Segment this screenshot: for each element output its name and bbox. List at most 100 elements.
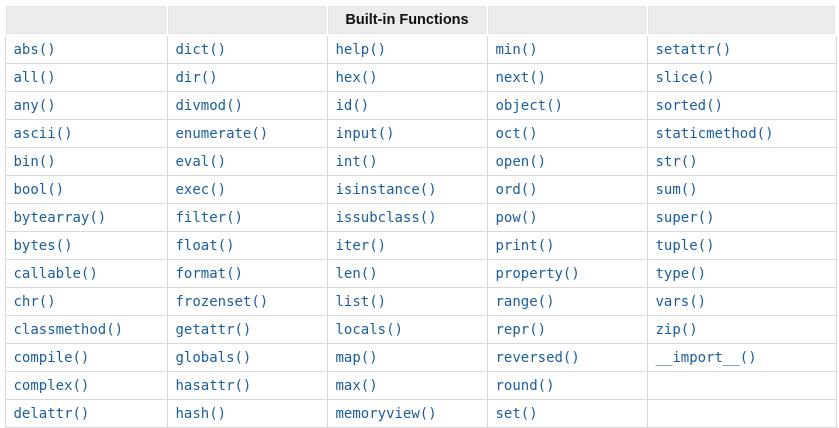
function-cell: __import__(): [646, 343, 837, 372]
function-link[interactable]: iter(): [335, 238, 387, 254]
function-link[interactable]: globals(): [175, 350, 252, 366]
function-cell: any(): [4, 91, 168, 120]
function-link[interactable]: oct(): [495, 126, 538, 142]
function-link[interactable]: enumerate(): [175, 126, 269, 142]
function-link[interactable]: abs(): [13, 42, 56, 58]
header-cell-empty-1: [4, 4, 168, 36]
function-link[interactable]: reversed(): [495, 350, 580, 366]
function-link[interactable]: delattr(): [13, 406, 90, 422]
function-cell: issubclass(): [326, 203, 488, 232]
function-link[interactable]: hasattr(): [175, 378, 252, 394]
empty-cell: [646, 371, 837, 400]
function-link[interactable]: hex(): [335, 70, 378, 86]
function-link[interactable]: property(): [495, 266, 580, 282]
function-link[interactable]: round(): [495, 378, 555, 394]
function-link[interactable]: input(): [335, 126, 395, 142]
function-link[interactable]: frozenset(): [175, 294, 269, 310]
table-row: compile() globals() map() reversed() __impor…: [4, 343, 837, 372]
function-cell: dir(): [166, 63, 328, 92]
header-cell-empty-5: [646, 4, 837, 36]
function-cell: eval(): [166, 147, 328, 176]
function-link[interactable]: __import__(): [655, 350, 757, 366]
function-cell: super(): [646, 203, 837, 232]
function-link[interactable]: ascii(): [13, 126, 73, 142]
function-link[interactable]: repr(): [495, 322, 547, 338]
function-link[interactable]: issubclass(): [335, 210, 437, 226]
function-link[interactable]: getattr(): [175, 322, 252, 338]
function-link[interactable]: map(): [335, 350, 378, 366]
function-link[interactable]: memoryview(): [335, 406, 437, 422]
function-link[interactable]: chr(): [13, 294, 56, 310]
function-link[interactable]: min(): [495, 42, 538, 58]
function-link[interactable]: print(): [495, 238, 555, 254]
function-link[interactable]: object(): [495, 98, 563, 114]
function-link[interactable]: set(): [495, 406, 538, 422]
function-link[interactable]: callable(): [13, 266, 98, 282]
function-link[interactable]: list(): [335, 294, 387, 310]
table-row: all() dir() hex() next() slice(): [4, 63, 837, 92]
function-link[interactable]: any(): [13, 98, 56, 114]
function-link[interactable]: str(): [655, 154, 698, 170]
function-link[interactable]: bytes(): [13, 238, 73, 254]
function-link[interactable]: vars(): [655, 294, 707, 310]
function-link[interactable]: locals(): [335, 322, 403, 338]
function-link[interactable]: isinstance(): [335, 182, 437, 198]
function-cell: id(): [326, 91, 488, 120]
function-cell: sum(): [646, 175, 837, 204]
function-link[interactable]: staticmethod(): [655, 126, 774, 142]
function-link[interactable]: help(): [335, 42, 387, 58]
function-cell: exec(): [166, 175, 328, 204]
function-link[interactable]: pow(): [495, 210, 538, 226]
function-link[interactable]: bool(): [13, 182, 65, 198]
function-link[interactable]: format(): [175, 266, 243, 282]
function-link[interactable]: type(): [655, 266, 707, 282]
function-link[interactable]: zip(): [655, 322, 698, 338]
function-link[interactable]: slice(): [655, 70, 715, 86]
function-cell: all(): [4, 63, 168, 92]
function-link[interactable]: sum(): [655, 182, 698, 198]
function-link[interactable]: open(): [495, 154, 547, 170]
function-link[interactable]: dict(): [175, 42, 227, 58]
function-cell: max(): [326, 371, 488, 400]
function-link[interactable]: classmethod(): [13, 322, 124, 338]
function-cell: int(): [326, 147, 488, 176]
function-link[interactable]: filter(): [175, 210, 243, 226]
function-cell: isinstance(): [326, 175, 488, 204]
function-cell: bytearray(): [4, 203, 168, 232]
function-cell: len(): [326, 259, 488, 288]
function-link[interactable]: eval(): [175, 154, 227, 170]
function-link[interactable]: max(): [335, 378, 378, 394]
function-cell: round(): [486, 371, 648, 400]
function-cell: frozenset(): [166, 287, 328, 316]
function-link[interactable]: divmod(): [175, 98, 243, 114]
empty-cell: [646, 399, 837, 428]
function-link[interactable]: hash(): [175, 406, 227, 422]
function-link[interactable]: next(): [495, 70, 547, 86]
function-link[interactable]: setattr(): [655, 42, 732, 58]
function-link[interactable]: compile(): [13, 350, 90, 366]
function-cell: oct(): [486, 119, 648, 148]
function-cell: dict(): [166, 34, 328, 64]
function-cell: hash(): [166, 399, 328, 428]
function-link[interactable]: ord(): [495, 182, 538, 198]
function-link[interactable]: sorted(): [655, 98, 723, 114]
function-link[interactable]: super(): [655, 210, 715, 226]
function-link[interactable]: tuple(): [655, 238, 715, 254]
function-link[interactable]: id(): [335, 98, 370, 114]
function-link[interactable]: float(): [175, 238, 235, 254]
function-link[interactable]: bytearray(): [13, 210, 107, 226]
function-link[interactable]: dir(): [175, 70, 218, 86]
function-link[interactable]: int(): [335, 154, 378, 170]
function-cell: str(): [646, 147, 837, 176]
function-link[interactable]: exec(): [175, 182, 227, 198]
function-cell: bytes(): [4, 231, 168, 260]
function-link[interactable]: len(): [335, 266, 378, 282]
function-cell: next(): [486, 63, 648, 92]
function-cell: locals(): [326, 315, 488, 344]
function-cell: vars(): [646, 287, 837, 316]
function-link[interactable]: range(): [495, 294, 555, 310]
function-link[interactable]: all(): [13, 70, 56, 86]
table-row: bool() exec() isinstance() ord() sum(): [4, 175, 837, 204]
function-link[interactable]: bin(): [13, 154, 56, 170]
function-link[interactable]: complex(): [13, 378, 90, 394]
